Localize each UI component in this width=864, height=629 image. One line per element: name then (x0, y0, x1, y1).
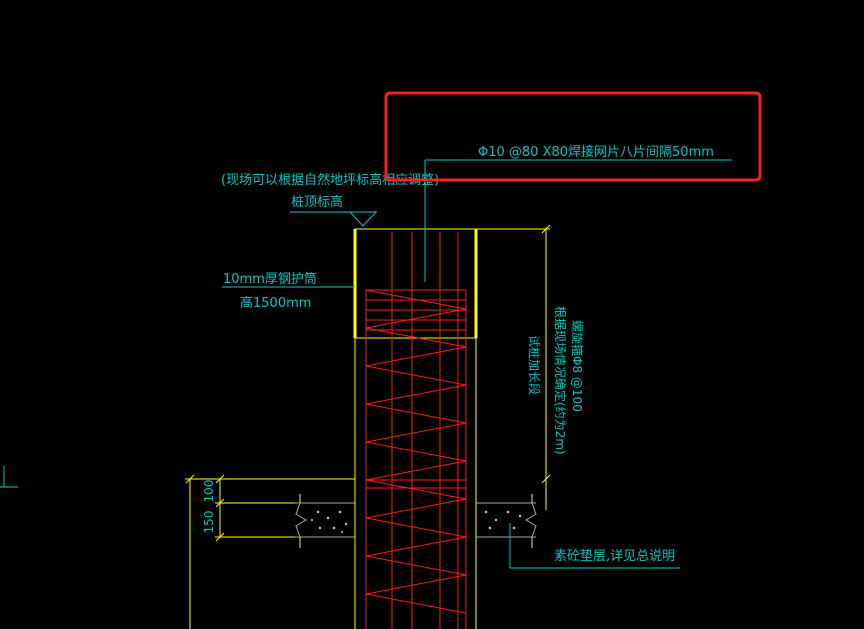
pile-top-text: 桩顶标高 (291, 194, 343, 210)
dim-150-label: 150 (202, 511, 216, 534)
bedding-left (295, 494, 355, 548)
left-edge-mark (0, 466, 18, 488)
pile-outline (354, 337, 477, 629)
bedding-note-text: 素砼垫层,详见总说明 (554, 548, 675, 564)
welded-mesh-plates (366, 289, 466, 489)
bedding-right (476, 494, 537, 548)
casing-text-line1: 10mm厚钢护筒 (223, 271, 317, 287)
right-dimension-line (476, 224, 551, 510)
stirrup-note-text: 螺旋箍Φ8 @100 (570, 320, 585, 412)
mesh-note-text: Φ10 @80 X80焊接网片八片间隔50mm (478, 144, 714, 160)
dim-100-label: 100 (202, 480, 216, 503)
longitudinal-rebars (391, 232, 459, 629)
steel-casing (353, 229, 478, 338)
length-note-text: 根据现场情况确定(约为2m) (553, 306, 568, 455)
spiral-stirrup (365, 289, 467, 614)
test-pile-text: 试桩加长段 (527, 335, 542, 395)
highlight-box (384, 91, 762, 182)
casing-text-line2: 高1500mm (240, 295, 311, 311)
bedding-leader-line (509, 523, 680, 569)
left-dimension-lines (185, 474, 355, 629)
pile-top-elevation-symbol (290, 211, 377, 227)
rebar-cage-sides (365, 290, 467, 629)
